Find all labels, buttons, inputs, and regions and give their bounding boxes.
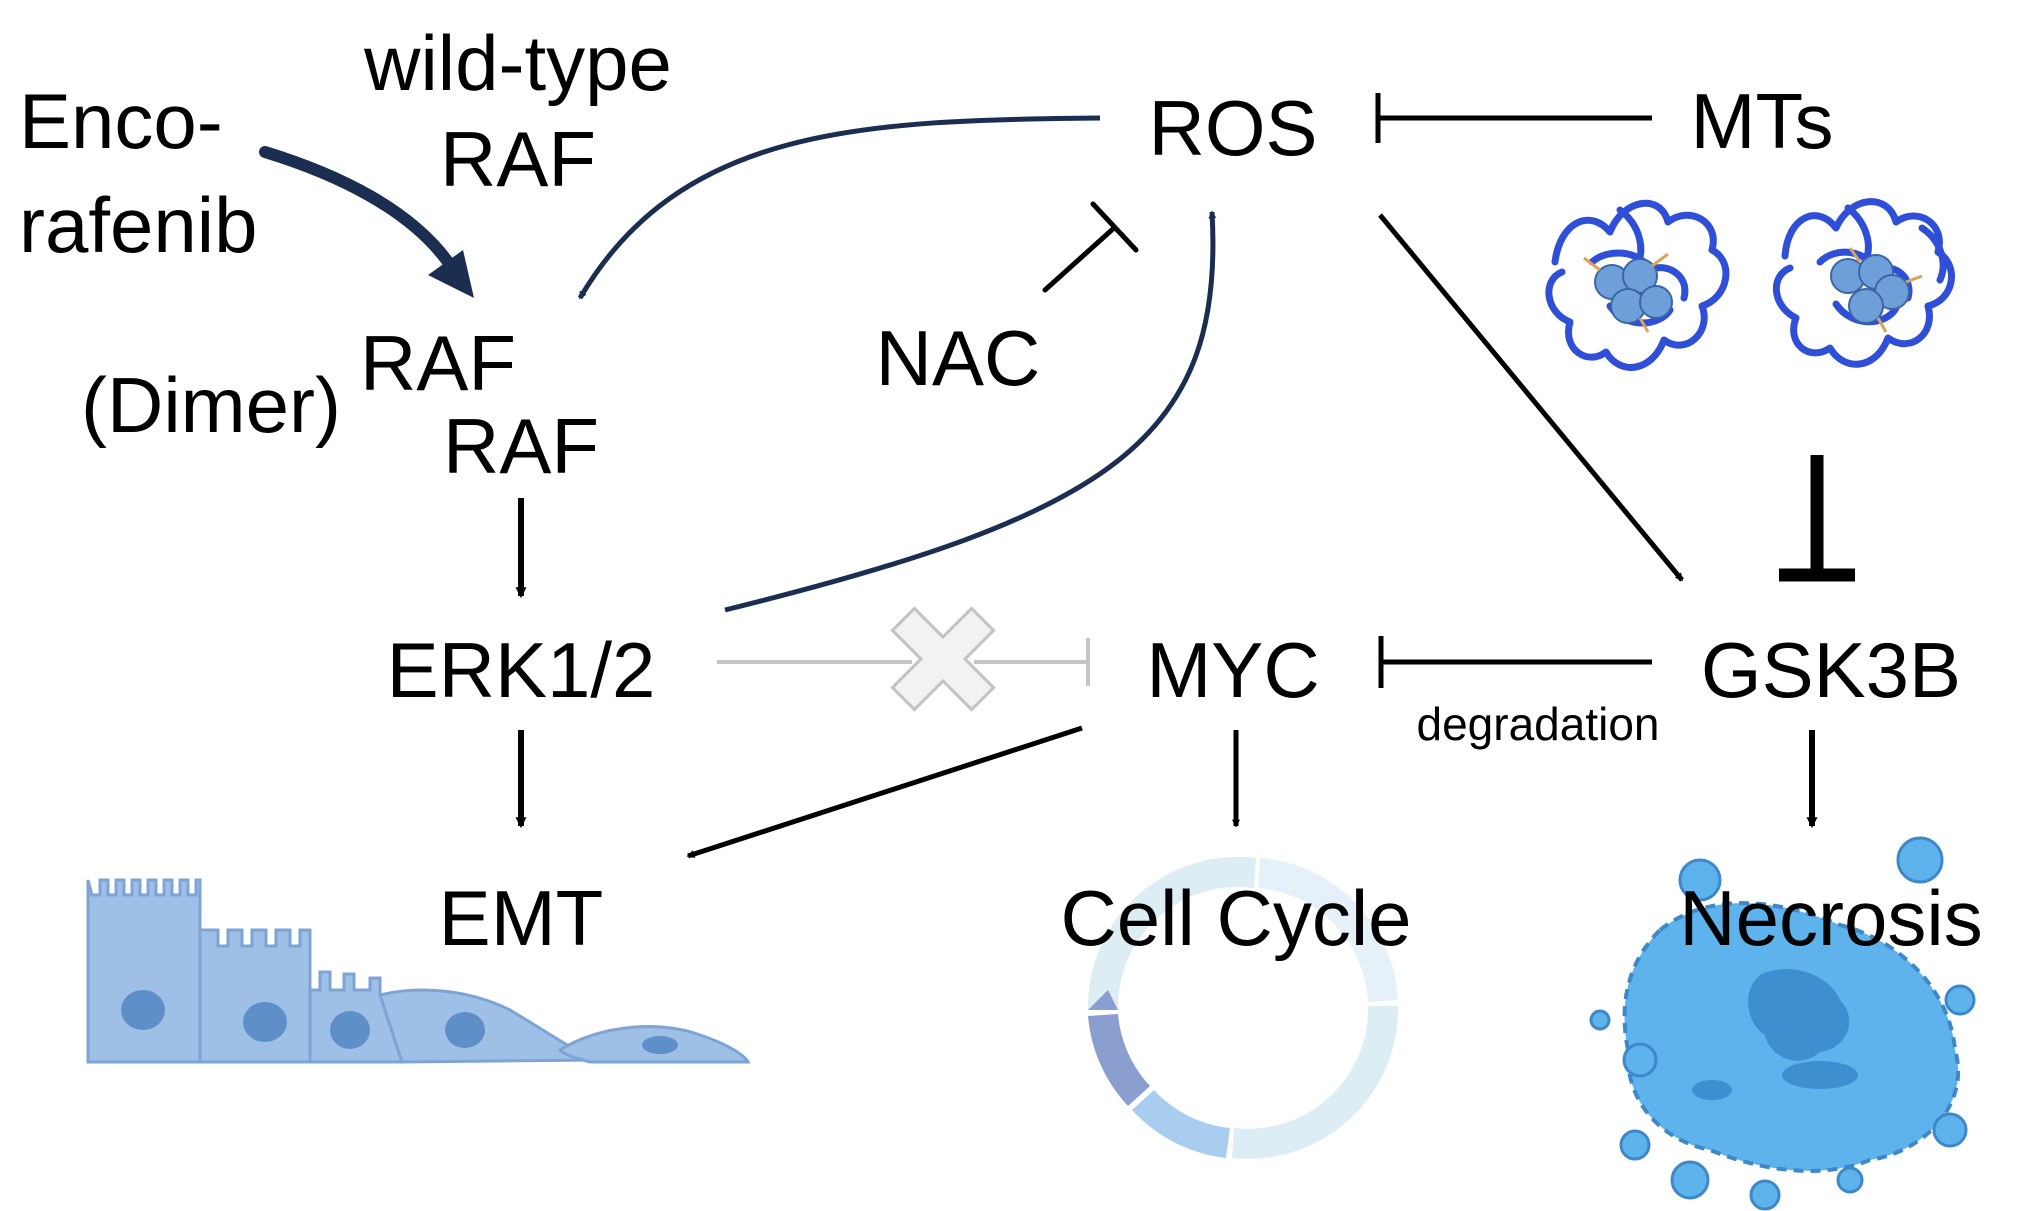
myc-to-emt-arrow <box>686 725 1083 859</box>
ros-to-gsk3b-arrow <box>1378 213 1684 582</box>
degradation-label: degradation <box>1417 698 1660 750</box>
emt-cells-icon <box>86 878 751 1064</box>
cell-cycle-icon <box>1087 856 1399 1159</box>
mts-inhibits-gsk3b <box>1779 455 1855 582</box>
encorafenib-label-line2: rafenib <box>19 181 258 269</box>
gsk3b-inhibits-myc <box>1378 636 1652 688</box>
myc-label: MYC <box>1146 626 1319 714</box>
dimer-label: (Dimer) <box>81 361 341 449</box>
erk-inhibits-myc-blocked <box>717 638 1090 686</box>
erk-to-ros-arrow <box>724 210 1217 613</box>
raf-top-label: RAF <box>360 319 516 407</box>
mts-inhibits-ros <box>1375 93 1652 143</box>
ros-label: ROS <box>1148 84 1317 172</box>
wild-type-raf-label-line1: wild-type <box>363 19 672 107</box>
raf-bottom-label: RAF <box>443 402 599 490</box>
blocked-x-icon <box>890 606 996 712</box>
nac-label: NAC <box>876 314 1041 402</box>
mts-label: MTs <box>1691 77 1834 165</box>
encorafenib-to-raf-arrow <box>259 146 474 298</box>
encorafenib-label-line1: Enco- <box>19 77 223 165</box>
wild-type-raf-label-line2: RAF <box>440 115 596 203</box>
nac-inhibits-ros <box>1042 201 1139 293</box>
metallothionein-structure-icon <box>1545 198 1955 371</box>
gsk3b-label: GSK3B <box>1701 626 1961 714</box>
ros-to-raf-arrow <box>577 115 1101 300</box>
cell-cycle-label: Cell Cycle <box>1060 874 1411 962</box>
necrotic-cell-icon <box>1589 836 1976 1211</box>
emt-label: EMT <box>439 874 604 962</box>
necrosis-label: Necrosis <box>1679 874 1982 962</box>
erk-label: ERK1/2 <box>387 626 656 714</box>
